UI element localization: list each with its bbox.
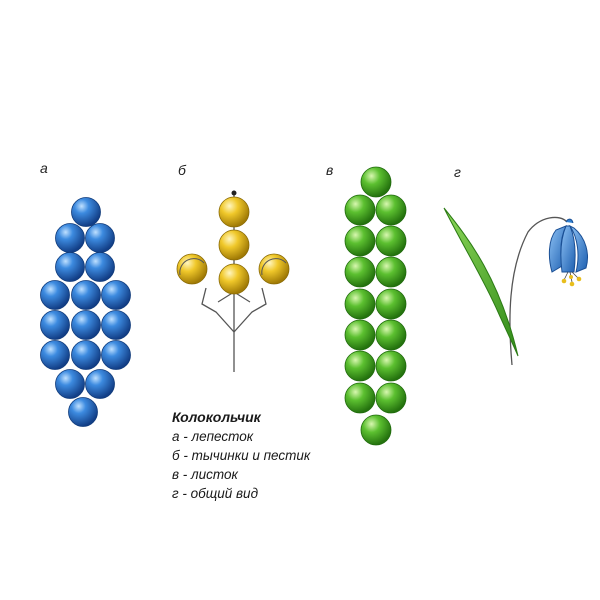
blue-bead [85, 369, 115, 399]
green-bead [375, 319, 407, 351]
leaf-shape [443, 207, 519, 357]
green-bead [360, 166, 392, 198]
blue-bead [68, 397, 98, 427]
wire-loop [179, 258, 205, 276]
blue-bead [101, 280, 131, 310]
wire-loop [261, 258, 287, 276]
green-bead [375, 256, 407, 288]
stamens-pistil-scheme [176, 190, 290, 372]
green-bead [344, 288, 376, 320]
caption-line-g: г - общий вид [172, 486, 259, 501]
blue-bead [55, 223, 85, 253]
caption: Колокольчик а - лепесток б - тычинки и п… [172, 408, 310, 503]
yellow-bead [218, 229, 250, 261]
caption-title: Колокольчик [172, 409, 261, 425]
left-wire [201, 287, 235, 333]
blue-bead [55, 252, 85, 282]
green-bead [344, 319, 376, 351]
bellflower-icon [548, 218, 588, 287]
leaf-scheme [344, 166, 407, 446]
blue-bead [40, 280, 70, 310]
blue-bead [71, 340, 101, 370]
green-bead [344, 194, 376, 226]
green-bead [360, 414, 392, 446]
label-v: в [326, 162, 334, 178]
blue-bead [71, 310, 101, 340]
label-g: г [454, 164, 461, 180]
caption-line-a: а - лепесток [172, 429, 254, 444]
blue-bead [101, 340, 131, 370]
green-bead [344, 350, 376, 382]
blue-bead [101, 310, 131, 340]
overall-view [443, 207, 588, 366]
green-bead [375, 288, 407, 320]
caption-line-v: в - листок [172, 467, 238, 482]
right-wire [233, 287, 267, 333]
blue-bead [40, 340, 70, 370]
petal-scheme [40, 197, 131, 427]
blue-bead [40, 310, 70, 340]
green-bead [344, 256, 376, 288]
green-bead [375, 350, 407, 382]
blue-bead [71, 280, 101, 310]
green-bead [375, 382, 407, 414]
green-bead [375, 194, 407, 226]
yellow-bead [218, 263, 250, 295]
blue-bead [55, 369, 85, 399]
yellow-bead [218, 196, 250, 228]
label-b: б [178, 162, 186, 178]
wire-tip [231, 190, 237, 196]
green-bead [344, 225, 376, 257]
green-bead [375, 225, 407, 257]
blue-bead [71, 197, 101, 227]
blue-bead [85, 252, 115, 282]
blue-bead [85, 223, 115, 253]
label-a: а [40, 160, 48, 176]
caption-line-b: б - тычинки и пестик [172, 448, 311, 463]
green-bead [344, 382, 376, 414]
